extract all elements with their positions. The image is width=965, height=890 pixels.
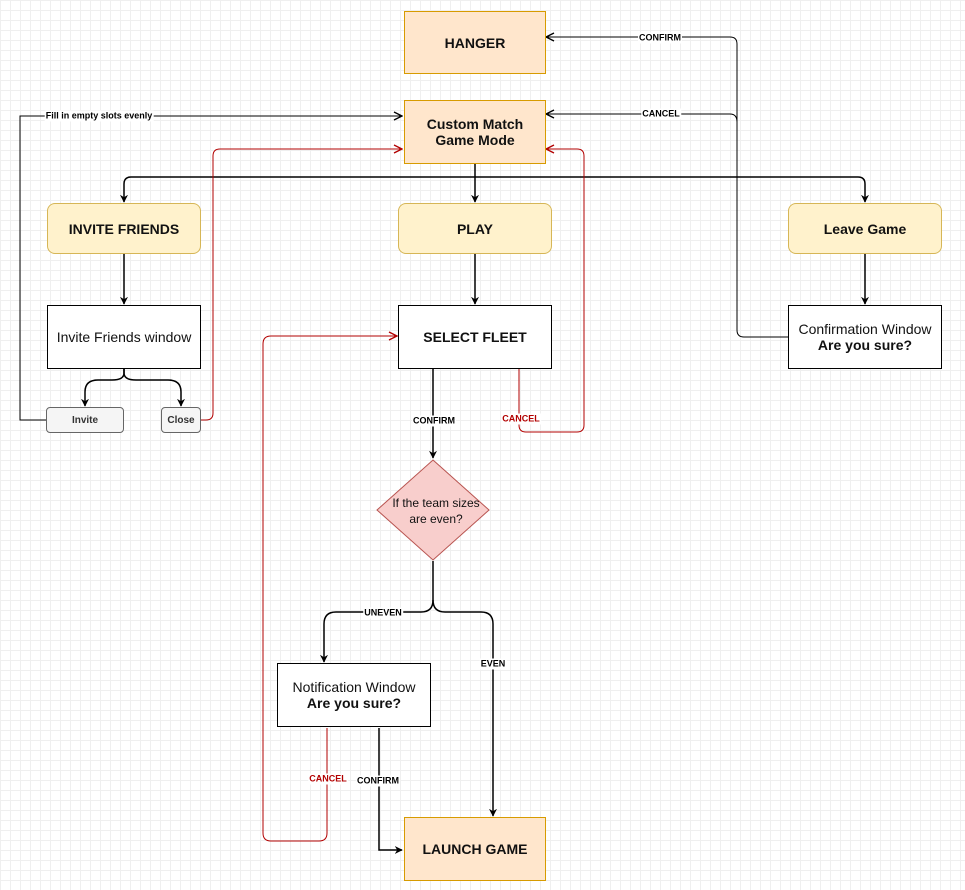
edge-label-cancel-fleet: CANCEL <box>501 413 541 425</box>
edge-label-confirm-top: CONFIRM <box>638 32 682 44</box>
notification-window-title: Notification Window <box>292 679 416 695</box>
edge-label-cancel-top: CANCEL <box>641 108 681 120</box>
custom-match-node: Custom Match Game Mode <box>404 100 546 164</box>
confirmation-window-title: Confirmation Window <box>798 321 932 337</box>
leave-game-node: Leave Game <box>788 203 942 254</box>
invite-friends-node: INVITE FRIENDS <box>47 203 201 254</box>
edge-fleet-cancel <box>518 149 585 433</box>
decision-label: If the team sizes are even? <box>392 495 479 527</box>
edge-label-uneven: UNEVEN <box>363 607 403 619</box>
close-button-label: Close <box>167 414 195 426</box>
edge-notification-cancel <box>262 336 397 842</box>
play-label: PLAY <box>456 220 494 237</box>
edge-custom-to-invite-friends <box>120 176 475 203</box>
edge-notification-confirm <box>378 728 403 854</box>
invite-friends-window-label: Invite Friends window <box>56 329 192 345</box>
invite-friends-label: INVITE FRIENDS <box>68 220 180 237</box>
invite-friends-window-node: Invite Friends window <box>47 305 201 369</box>
invite-button-node: Invite <box>46 407 124 433</box>
custom-match-label-line1: Custom Match <box>426 116 524 132</box>
edge-label-confirm-fleet: CONFIRM <box>412 415 456 427</box>
launch-game-node: LAUNCH GAME <box>404 817 546 881</box>
hanger-node: HANGER <box>404 11 546 74</box>
decision-diamond <box>376 459 490 561</box>
leave-game-label: Leave Game <box>823 220 907 237</box>
edge-close-cancel <box>200 149 402 421</box>
select-fleet-label: SELECT FLEET <box>423 329 527 345</box>
edge-label-fill-slots: Fill in empty slots evenly <box>44 110 154 122</box>
invite-button-label: Invite <box>71 414 99 426</box>
edge-even <box>432 599 497 817</box>
confirmation-window-node: Confirmation Window Are you sure? <box>788 305 942 369</box>
edge-confirmation-cancel <box>546 114 738 123</box>
decision-label-line1: If the team sizes <box>392 496 480 510</box>
edge-label-cancel-notification: CANCEL <box>308 773 348 785</box>
custom-match-label-line2: Game Mode <box>435 132 515 148</box>
edge-window-to-invite <box>81 369 125 407</box>
launch-game-label: LAUNCH GAME <box>422 841 528 857</box>
notification-window-question: Are you sure? <box>306 695 402 711</box>
edge-label-even: EVEN <box>479 658 507 670</box>
hanger-label: HANGER <box>444 34 506 51</box>
edge-custom-to-leave-game <box>475 176 869 203</box>
play-node: PLAY <box>398 203 552 254</box>
close-button-node: Close <box>161 407 201 433</box>
edge-invite-fill-slots <box>19 116 402 421</box>
edge-confirmation-confirm <box>546 37 788 338</box>
select-fleet-node: SELECT FLEET <box>398 305 552 369</box>
edge-label-confirm-notification: CONFIRM <box>356 775 400 787</box>
decision-label-line2: are even? <box>409 512 463 526</box>
notification-window-node: Notification Window Are you sure? <box>277 663 431 727</box>
confirmation-window-question: Are you sure? <box>817 337 913 353</box>
edge-window-to-close <box>123 369 185 407</box>
